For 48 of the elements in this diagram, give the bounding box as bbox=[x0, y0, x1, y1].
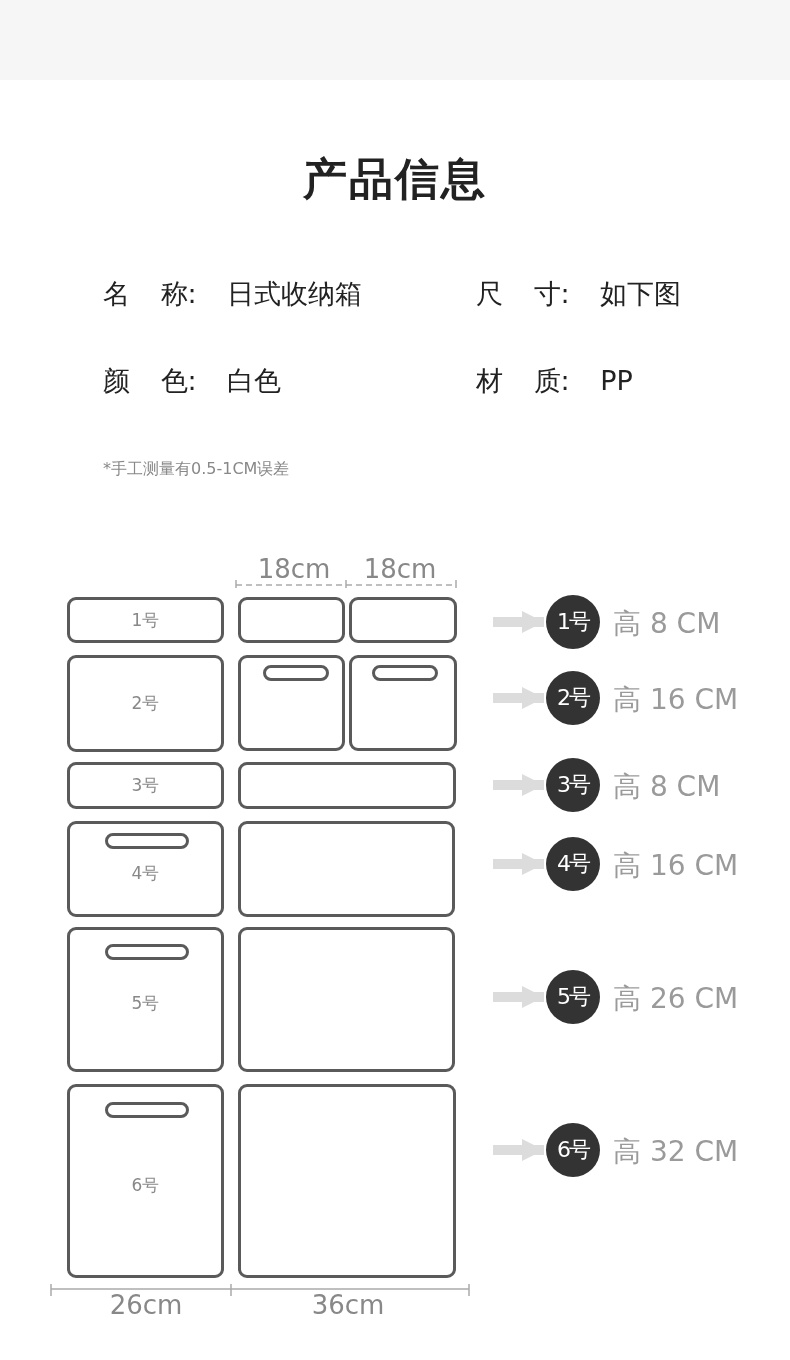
storage-box bbox=[67, 1084, 224, 1278]
size-number: 1号 bbox=[131, 608, 160, 632]
storage-box bbox=[238, 821, 455, 917]
note-text: *手工测量有0.5-1CM误差 bbox=[103, 459, 290, 479]
size-number: 5号 bbox=[131, 992, 160, 1015]
size-badge: 6号 bbox=[546, 1123, 600, 1177]
size-number: 3号 bbox=[131, 774, 160, 797]
storage-box bbox=[238, 597, 345, 643]
arrow bbox=[493, 687, 544, 709]
height-text: 高 16 CM bbox=[613, 848, 739, 884]
size-number: 4号 bbox=[131, 861, 160, 885]
dimension-label: 36cm bbox=[311, 1290, 385, 1322]
size-number: 6号 bbox=[131, 1173, 160, 1197]
page-title: 产品信息 bbox=[302, 152, 488, 206]
storage-box bbox=[67, 821, 224, 917]
dimension-label: 18cm bbox=[363, 554, 437, 586]
storage-box bbox=[349, 597, 457, 643]
storage-box bbox=[238, 655, 345, 751]
height-text: 高 16 CM bbox=[613, 682, 739, 718]
storage-box bbox=[67, 597, 224, 643]
arrow bbox=[493, 611, 544, 633]
size-badge: 1号 bbox=[546, 595, 600, 649]
storage-box bbox=[67, 762, 224, 809]
storage-box bbox=[67, 655, 224, 752]
arrow bbox=[493, 853, 544, 875]
info-text: 颜 色: 白色 bbox=[103, 365, 282, 398]
storage-box bbox=[67, 927, 224, 1072]
info-text: 尺 寸: 如下图 bbox=[476, 278, 682, 311]
size-badge: 4号 bbox=[546, 837, 600, 891]
info-text: 名 称: 日式收纳箱 bbox=[103, 278, 363, 311]
height-text: 高 8 CM bbox=[613, 606, 721, 642]
info-text: 材 质: PP bbox=[476, 365, 633, 398]
storage-box bbox=[238, 762, 456, 809]
arrow bbox=[493, 986, 544, 1008]
size-badge: 5号 bbox=[546, 970, 600, 1024]
size-badge: 2号 bbox=[546, 671, 600, 725]
arrow bbox=[493, 1139, 544, 1161]
size-number: 2号 bbox=[131, 692, 160, 715]
size-badge: 3号 bbox=[546, 758, 600, 812]
height-text: 高 26 CM bbox=[613, 981, 739, 1017]
arrow bbox=[493, 774, 544, 796]
dimension-label: 18cm bbox=[257, 554, 331, 586]
storage-box bbox=[238, 1084, 456, 1278]
height-text: 高 8 CM bbox=[613, 769, 721, 805]
storage-box bbox=[349, 655, 457, 751]
storage-box bbox=[238, 927, 455, 1072]
dimension-label: 26cm bbox=[109, 1290, 183, 1322]
height-text: 高 32 CM bbox=[613, 1134, 739, 1170]
